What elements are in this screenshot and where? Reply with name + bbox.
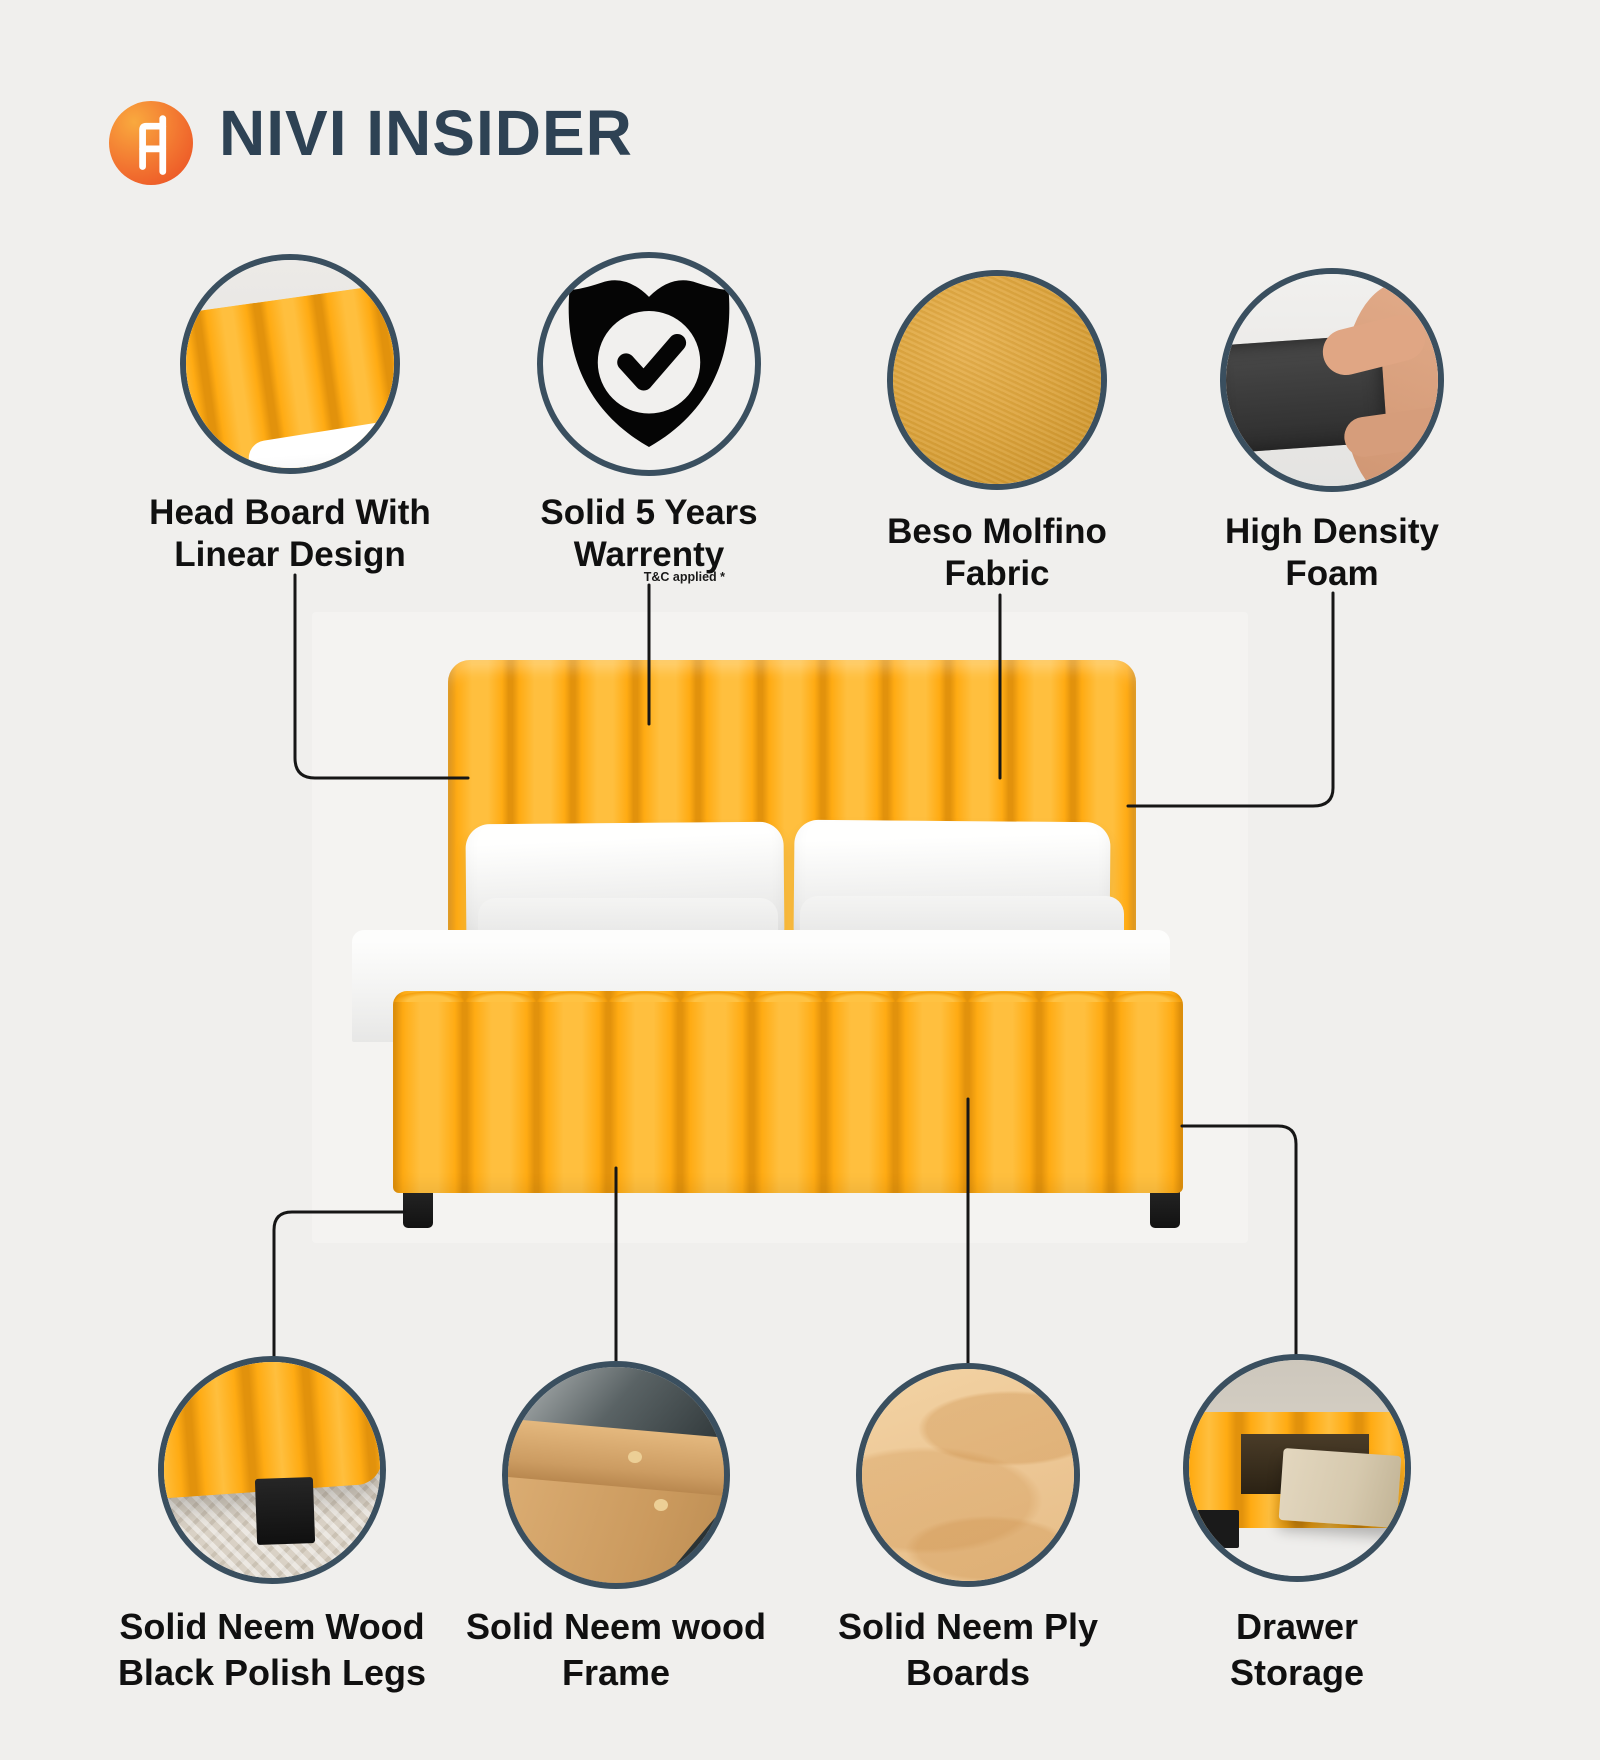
label-drawer-line1: Drawer xyxy=(1235,1606,1359,1647)
drawer-photo-leg xyxy=(1197,1510,1239,1548)
feature-circle-legs xyxy=(158,1356,386,1584)
brand-logo xyxy=(109,101,193,185)
bed-leg-right xyxy=(1150,1190,1180,1228)
shield-check-icon xyxy=(568,280,730,448)
bed-leg-left xyxy=(403,1190,433,1228)
bed-footboard xyxy=(393,982,1183,1193)
label-foam-line1: High Density xyxy=(1225,512,1439,551)
frame-photo-dowel xyxy=(628,1451,642,1463)
label-ply-line1: Solid Neem Ply xyxy=(837,1606,1099,1647)
label-frame: Solid Neem wood Frame xyxy=(416,1604,816,1696)
feature-circle-drawer xyxy=(1183,1354,1411,1582)
leg-photo-black-leg xyxy=(254,1477,316,1545)
label-headboard-line2: Linear Design xyxy=(174,535,406,574)
frame-photo-dowel xyxy=(654,1499,668,1511)
chair-logo-icon xyxy=(139,115,167,175)
feature-circle-frame xyxy=(502,1361,730,1589)
feature-circle-ply xyxy=(856,1363,1080,1587)
label-legs-line2: Black Polish Legs xyxy=(117,1652,427,1693)
label-drawer-line2: Storage xyxy=(1229,1652,1365,1693)
label-headboard-line1: Head Board With xyxy=(149,493,431,532)
fabric-swatch-photo xyxy=(893,276,1101,484)
label-headboard: Head Board With Linear Design xyxy=(90,492,490,576)
label-warranty-line2: Warrenty xyxy=(573,535,725,574)
label-legs-line1: Solid Neem Wood xyxy=(119,1606,425,1647)
feature-circle-headboard xyxy=(180,254,400,474)
label-fabric-line1: Beso Molfino xyxy=(887,512,1107,551)
feature-circle-warranty xyxy=(537,252,761,476)
label-ply-line2: Boards xyxy=(905,1652,1031,1693)
label-ply: Solid Neem Ply Boards xyxy=(768,1604,1168,1696)
label-fabric: Beso Molfino Fabric xyxy=(797,511,1197,595)
label-foam: High Density Foam xyxy=(1132,511,1532,595)
label-frame-line1: Solid Neem wood xyxy=(465,1606,767,1647)
label-frame-line2: Frame xyxy=(561,1652,671,1693)
fabric-weave-texture xyxy=(893,276,1101,484)
feature-circle-foam xyxy=(1220,268,1444,492)
feature-circle-fabric xyxy=(887,270,1107,490)
page-title: NIVI INSIDER xyxy=(219,97,633,169)
label-fabric-line2: Fabric xyxy=(944,554,1050,593)
label-legs: Solid Neem Wood Black Polish Legs xyxy=(72,1604,472,1696)
label-warranty-line1: Solid 5 Years xyxy=(540,493,758,532)
drawer-photo-drawer-box xyxy=(1278,1447,1402,1529)
label-warranty: Solid 5 Years Warrenty xyxy=(449,492,849,576)
label-drawer: Drawer Storage xyxy=(1097,1604,1497,1696)
label-foam-line2: Foam xyxy=(1285,554,1379,593)
warranty-tc-note: T&C applied * xyxy=(643,570,725,584)
plywood-texture-photo xyxy=(862,1369,1074,1581)
